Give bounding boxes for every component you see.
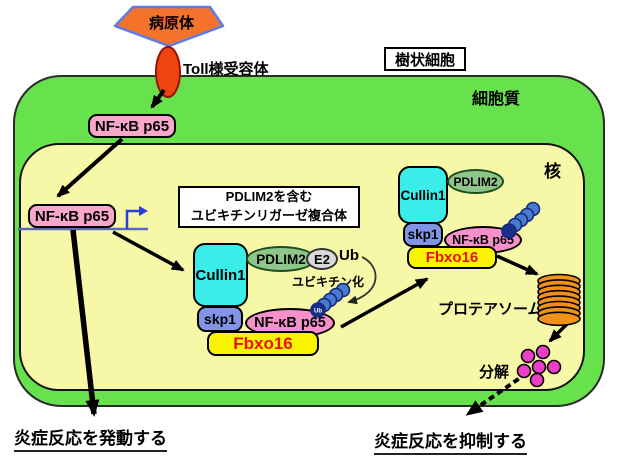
complex-title-line2: ユビキチンリガーゼ複合体 [190,208,347,223]
outcome-activate-label: 炎症反応を発動する [14,424,167,452]
nucleus-label: 核 [544,162,561,181]
proteasome-label: プロテアソーム [438,301,543,318]
cytoplasm-label: 細胞質 [472,91,521,108]
cullin1-right: Cullin1 [398,166,448,224]
fbxo16-center: Fbxo16 [207,331,319,356]
ubiquitination-label: ユビキチン化 [292,275,365,289]
toll-receptor-label: Toll様受容体 [183,61,269,78]
skp1-right: skp1 [403,222,443,247]
nfkb-p65-cytoplasm: NF-κB p65 [88,114,176,138]
nfkb-p65-nucleus: NF-κB p65 [28,204,116,228]
degradation-label: 分解 [479,364,510,381]
pdlim2-right: PDLIM2 [447,169,504,194]
pathogen-label: 病原体 [148,15,194,32]
complex-title-box: PDLIM2を含む ユビキチンリガーゼ複合体 [178,186,360,228]
cullin1-center: Cullin1 [193,243,248,307]
fbxo16-right: Fbxo16 [407,246,497,269]
complex-title-line1: PDLIM2を含む [225,189,313,205]
ub-label: Ub [339,247,359,264]
skp1-center: skp1 [197,306,243,332]
dendritic-cell-label: 樹状細胞 [384,47,466,71]
e2-enzyme: E2 [306,248,338,270]
outcome-suppress-label: 炎症反応を抑制する [374,427,527,455]
